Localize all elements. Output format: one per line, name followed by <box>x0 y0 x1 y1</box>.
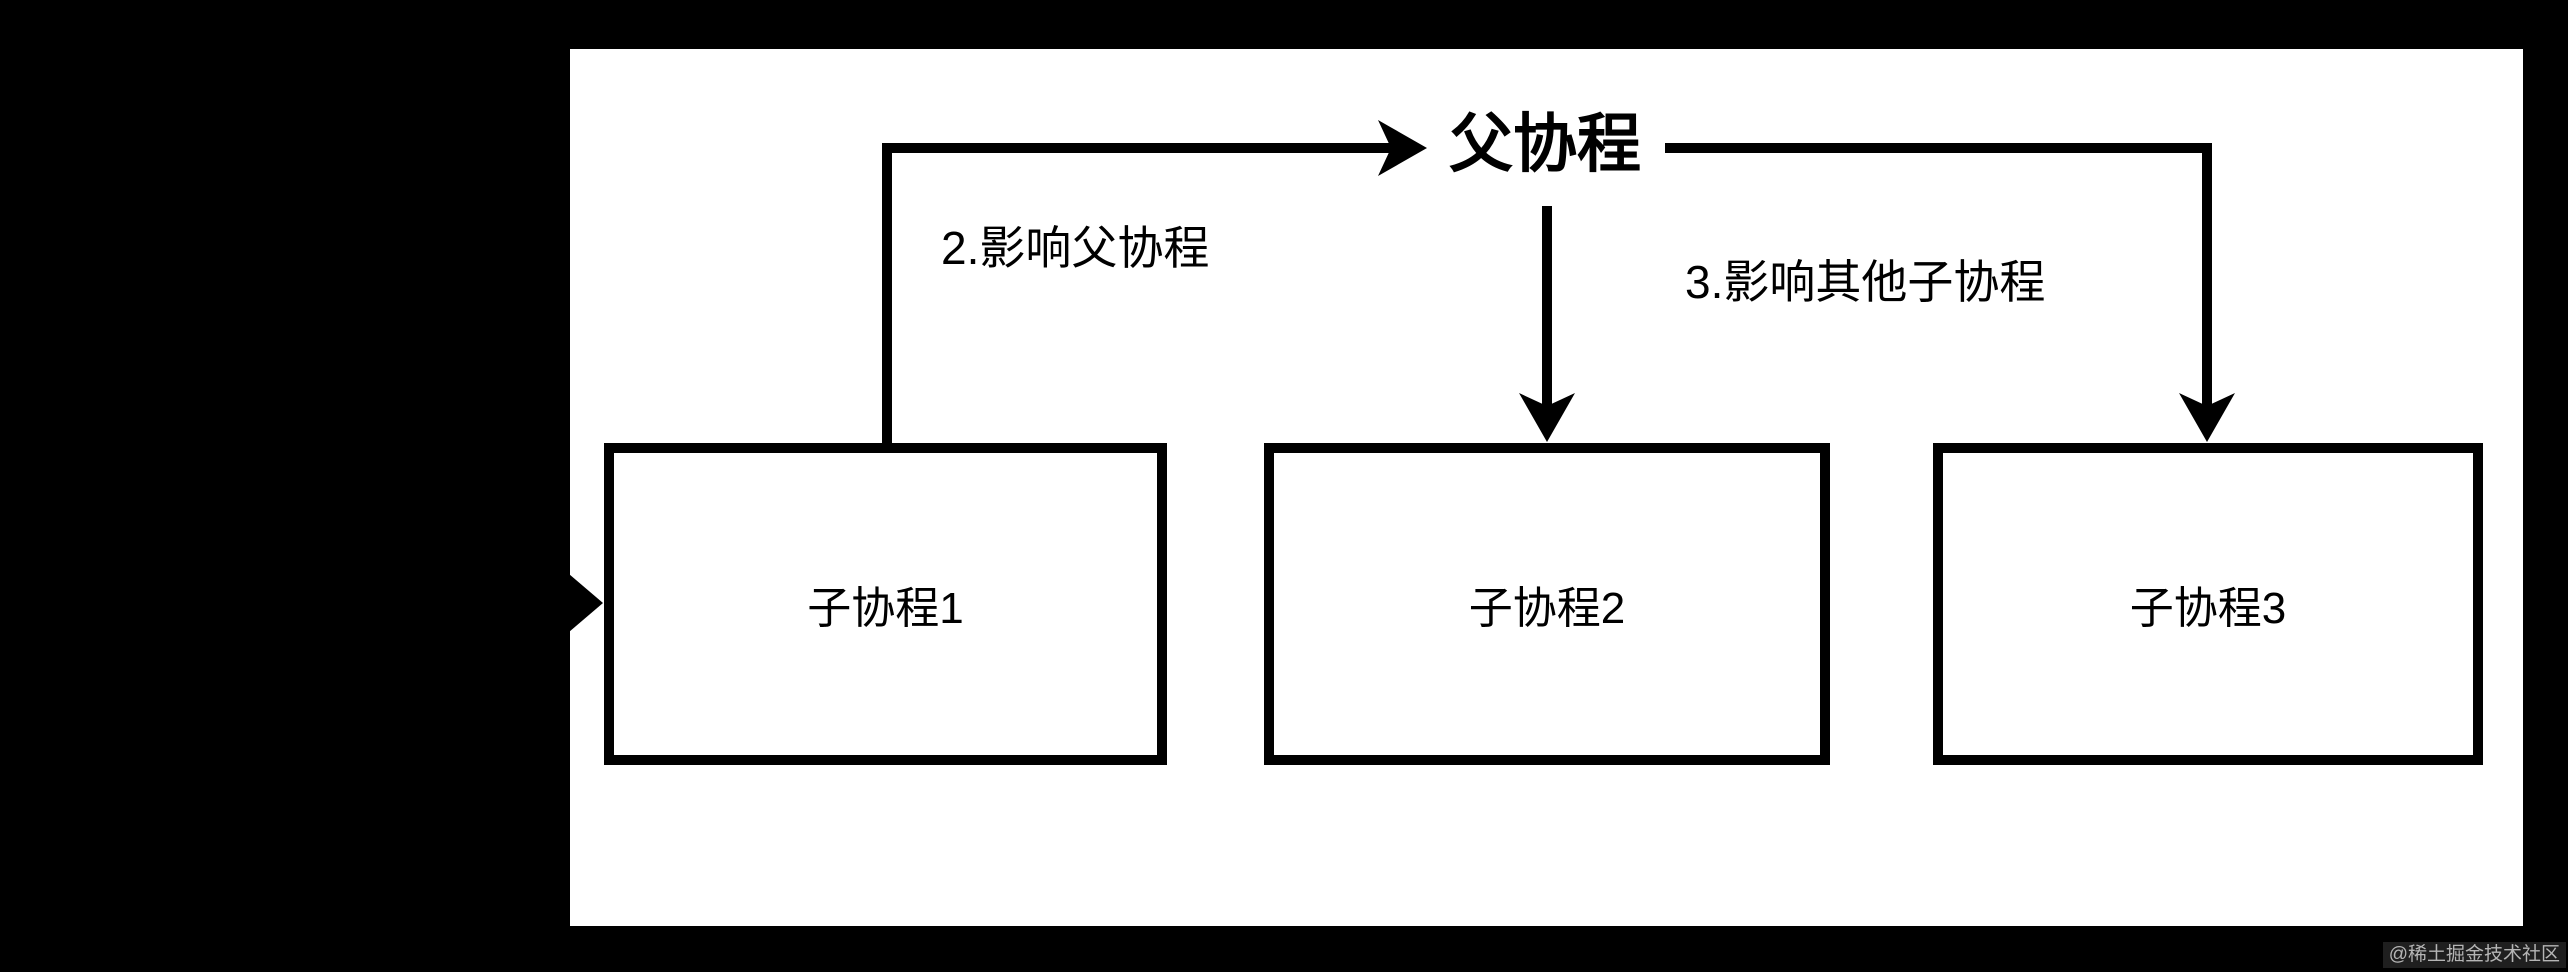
edge-label-affect-parent: 2.影响父协程 <box>941 222 1210 274</box>
child-coroutine-3-label: 子协程3 <box>2129 584 2287 633</box>
child-coroutine-2-label: 子协程2 <box>1468 584 1626 633</box>
child-coroutine-3-box: 子协程3 <box>1933 443 2483 765</box>
child-coroutine-1-label: 子协程1 <box>807 584 964 633</box>
watermark: @稀土掘金技术社区 <box>2382 942 2566 968</box>
child-coroutine-2-box: 子协程2 <box>1264 443 1830 765</box>
parent-coroutine-label: 父协程 <box>1449 108 1641 180</box>
edge-label-affect-other-children: 3.影响其他子协程 <box>1685 256 2046 308</box>
child-coroutine-1-box: 子协程1 <box>604 443 1167 765</box>
